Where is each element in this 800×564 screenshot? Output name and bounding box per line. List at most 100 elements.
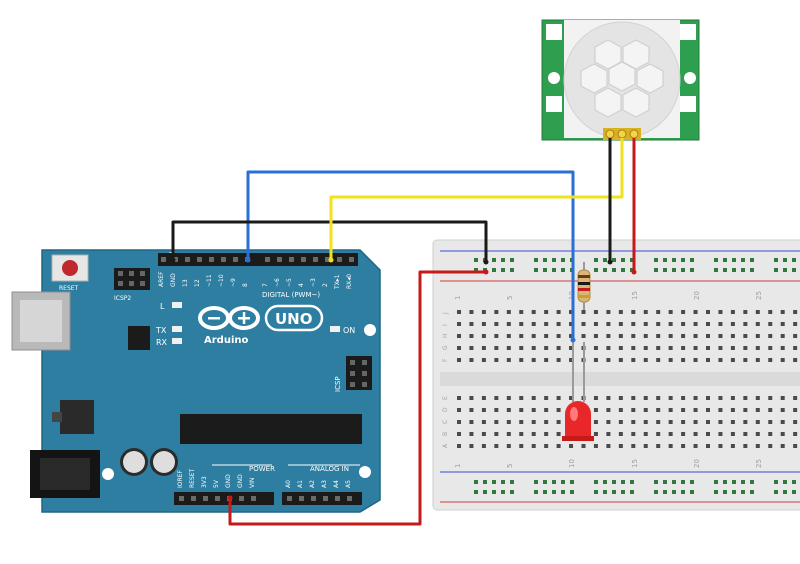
- breadboard-hole: [506, 346, 511, 350]
- breadboard-hole: [730, 396, 735, 400]
- uno-badge: [264, 304, 324, 332]
- pir-corner-pad: [546, 96, 562, 112]
- breadboard-hole: [743, 358, 748, 362]
- breadboard-hole: [668, 408, 673, 412]
- breadboard-hole: [531, 432, 536, 436]
- breadboard-hole: [743, 420, 748, 424]
- breadboard-hole: [718, 432, 723, 436]
- breadboard-hole: [693, 346, 698, 350]
- breadboard-hole: [755, 322, 760, 326]
- breadboard-hole: [593, 322, 598, 326]
- breadboard-hole: [654, 268, 658, 272]
- capacitor-2-top: [153, 451, 175, 473]
- breadboard-hole: [730, 432, 735, 436]
- breadboard-hole: [552, 480, 556, 484]
- breadboard-hole: [723, 490, 727, 494]
- led-tx-indicator: [172, 326, 182, 332]
- breadboard-hole: [457, 420, 461, 424]
- breadboard-hole: [755, 420, 760, 424]
- breadboard-hole: [618, 444, 623, 448]
- breadboard-hole: [783, 268, 787, 272]
- breadboard-hole: [718, 346, 723, 350]
- pir-lens-hexagons: [580, 39, 664, 118]
- breadboard-hole: [556, 322, 561, 326]
- breadboard-hole: [612, 480, 616, 484]
- breadboard-hole: [594, 480, 598, 484]
- breadboard-hole: [780, 346, 785, 350]
- breadboard-hole: [768, 396, 773, 400]
- breadboard-hole: [780, 444, 785, 448]
- breadboard-hole: [681, 358, 686, 362]
- breadboard-hole: [457, 444, 461, 448]
- breadboard-hole: [618, 408, 623, 412]
- breadboard-hole: [457, 432, 461, 436]
- red-led: [562, 342, 594, 441]
- breadboard-hole: [556, 358, 561, 362]
- wire-yellow-pir-signal: [329, 138, 624, 260]
- breadboard-hole: [718, 322, 723, 326]
- power-label: POWER: [249, 465, 275, 473]
- pin-label-3: ~3: [310, 278, 317, 287]
- breadboard-hole: [606, 358, 611, 362]
- breadboard-hole: [663, 480, 667, 484]
- breadboard-hole: [732, 268, 736, 272]
- breadboard-hole: [792, 268, 796, 272]
- breadboard-hole: [723, 480, 727, 484]
- col-number: 25: [755, 459, 763, 468]
- breadboard-hole: [656, 334, 661, 338]
- breadboard-hole: [693, 358, 698, 362]
- pin-label-13: 13: [182, 279, 189, 287]
- breadboard-hole: [469, 420, 474, 424]
- breadboard-hole: [656, 358, 661, 362]
- pir-motion-sensor: [541, 19, 700, 141]
- breadboard-hole: [755, 346, 760, 350]
- breadboard-hole: [311, 496, 316, 501]
- breadboard-hole: [723, 268, 727, 272]
- lens-hex: [636, 63, 664, 94]
- breadboard-hole: [606, 322, 611, 326]
- arduino-uno-board: RESET ICSP2 AREF GND 13 12 ~11 ~10 ~9 8 …: [11, 249, 381, 513]
- breadboard-hole: [612, 268, 616, 272]
- breadboard-hole: [668, 444, 673, 448]
- breadboard-hole: [531, 310, 536, 314]
- breadboard-hole: [693, 334, 698, 338]
- breadboard-hole: [730, 408, 735, 412]
- breadboard-hole: [506, 396, 511, 400]
- pin-label-vin: VIN: [249, 478, 256, 488]
- wire-end: [170, 257, 176, 263]
- breadboard-hole: [681, 408, 686, 412]
- breadboard-hole: [556, 432, 561, 436]
- breadboard-hole: [714, 258, 718, 262]
- breadboard-hole: [561, 258, 565, 262]
- breadboard-hole: [494, 358, 499, 362]
- breadboard-hole: [755, 408, 760, 412]
- breadboard-hole: [618, 358, 623, 362]
- breadboard-hole: [663, 268, 667, 272]
- breadboard-hole: [506, 310, 511, 314]
- breadboard-hole: [161, 257, 166, 262]
- breadboard-hole: [347, 496, 352, 501]
- breadboard-hole: [519, 346, 524, 350]
- lens-hex: [594, 39, 622, 70]
- breadboard-hole: [481, 444, 486, 448]
- uno-label: UNO: [275, 310, 313, 328]
- breadboard-hole: [494, 310, 499, 314]
- breadboard-hole: [581, 334, 586, 338]
- breadboard-hole: [606, 444, 611, 448]
- breadboard-hole: [690, 258, 694, 262]
- breadboard-hole: [706, 432, 710, 436]
- breadboard-hole: [474, 268, 478, 272]
- breadboard-hole: [469, 358, 474, 362]
- breadboard-hole: [501, 490, 505, 494]
- breadboard-hole: [663, 258, 667, 262]
- breadboard-hole: [681, 310, 686, 314]
- breadboard-hole: [631, 358, 636, 362]
- breadboard-hole: [593, 334, 598, 338]
- breadboard-hole: [313, 257, 318, 262]
- breadboard-hole: [630, 258, 634, 262]
- row-letters: J I H G F E D C B A: [442, 312, 449, 448]
- breadboard-hole: [743, 334, 748, 338]
- breadboard-hole: [531, 396, 536, 400]
- breadboard-hole: [714, 490, 718, 494]
- reset-button-cap[interactable]: [62, 260, 78, 276]
